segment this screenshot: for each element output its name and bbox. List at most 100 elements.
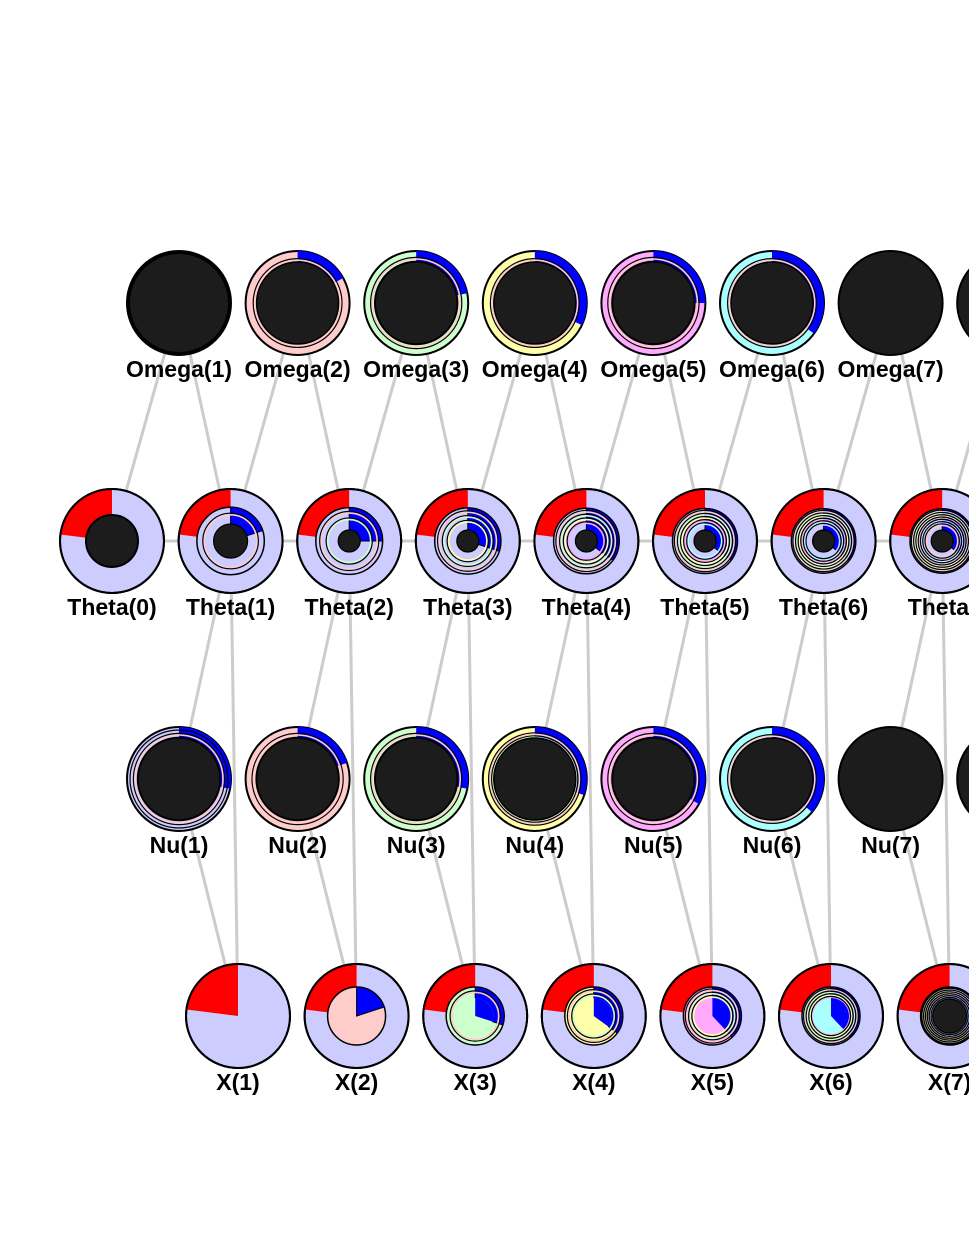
nested-ring-fill bbox=[491, 259, 579, 347]
node-x3[interactable]: X(3) bbox=[422, 963, 529, 1095]
nested-ring bbox=[794, 512, 853, 570]
nested-ring-fill bbox=[134, 734, 224, 824]
node-border bbox=[540, 963, 647, 1069]
node-label: Nu(7) bbox=[861, 832, 920, 858]
node-label: Omega(1) bbox=[126, 356, 232, 382]
node-border bbox=[414, 488, 521, 594]
node-x1[interactable]: X(1) bbox=[185, 963, 291, 1095]
blue-share-slice bbox=[593, 998, 612, 1027]
nested-ring-fill bbox=[254, 259, 342, 347]
nested-ring-fill bbox=[804, 989, 858, 1043]
node-label: Nu(3) bbox=[387, 832, 446, 858]
nested-ring-fill bbox=[925, 524, 959, 558]
node-core bbox=[85, 514, 139, 568]
node-theta4[interactable]: Theta(4) bbox=[533, 488, 640, 620]
red-share-slice bbox=[186, 964, 238, 1016]
node-omega7[interactable]: Omega(7) bbox=[837, 250, 944, 382]
node-nu4[interactable]: Nu(4) bbox=[481, 726, 588, 858]
node-border bbox=[177, 488, 284, 594]
node-x2[interactable]: X(2) bbox=[303, 963, 410, 1095]
nested-ring-fill bbox=[687, 523, 723, 559]
node-core bbox=[730, 261, 814, 345]
nested-ring-fill bbox=[728, 259, 816, 347]
node-nu3[interactable]: Nu(3) bbox=[363, 726, 470, 858]
node-theta5[interactable]: Theta(5) bbox=[652, 488, 758, 620]
nested-ring-fill bbox=[914, 513, 969, 569]
node-nu7[interactable]: Nu(7) bbox=[837, 726, 944, 858]
node-outer-ring bbox=[837, 250, 944, 356]
nested-ring bbox=[571, 993, 617, 1039]
nested-ring bbox=[325, 517, 373, 565]
nodes-layer: Omega(1) Omega(2)Omega(3) Omega(4) Omega(5)… bbox=[59, 250, 969, 1095]
node-theta0[interactable]: Theta(0) bbox=[59, 488, 165, 620]
node-theta3[interactable]: Theta(3) bbox=[414, 488, 521, 620]
node-core bbox=[611, 737, 696, 821]
nested-ring bbox=[487, 732, 582, 826]
edges-layer bbox=[110, 302, 969, 1017]
node-label: Omega(6) bbox=[719, 356, 825, 382]
node-nu8[interactable] bbox=[956, 727, 969, 831]
node-omega6[interactable]: Omega(6) bbox=[719, 250, 825, 382]
node-omega5[interactable]: Omega(5) bbox=[600, 250, 706, 382]
node-omega3[interactable]: Omega(3) bbox=[363, 250, 469, 382]
nested-ring-fill bbox=[918, 517, 966, 565]
node-label: X(3) bbox=[453, 1069, 496, 1095]
nested-ring bbox=[930, 996, 969, 1036]
nested-ring-fill bbox=[675, 511, 735, 571]
nested-ring bbox=[805, 990, 857, 1042]
node-core bbox=[374, 261, 458, 345]
nested-ring bbox=[673, 509, 737, 573]
node-border bbox=[59, 488, 165, 594]
node-theta6[interactable]: Theta(6) bbox=[770, 488, 877, 620]
nested-ring-fill bbox=[608, 258, 699, 348]
nested-ring-fill bbox=[809, 994, 853, 1038]
node-theta1[interactable]: Theta(1) bbox=[177, 488, 284, 620]
nested-ring bbox=[370, 732, 463, 826]
nested-ring bbox=[566, 521, 607, 561]
node-border bbox=[652, 488, 758, 594]
node-label: Omega(4) bbox=[482, 356, 588, 382]
node-label: Nu(2) bbox=[268, 832, 327, 858]
node-nu2[interactable]: Nu(2) bbox=[244, 726, 351, 858]
nested-ring-fill bbox=[450, 991, 500, 1041]
nested-ring bbox=[441, 514, 494, 568]
node-x4[interactable]: X(4) bbox=[540, 963, 647, 1095]
nested-ring bbox=[915, 514, 969, 568]
node-theta2[interactable]: Theta(2) bbox=[296, 488, 403, 620]
node-core bbox=[811, 529, 836, 553]
nested-ring bbox=[797, 514, 850, 568]
nested-ring bbox=[921, 987, 969, 1045]
node-core bbox=[137, 737, 221, 821]
nested-ring-fill bbox=[796, 513, 851, 569]
node-omega1[interactable]: Omega(1) bbox=[126, 250, 232, 382]
node-core bbox=[730, 737, 814, 821]
nested-ring bbox=[924, 523, 960, 559]
nested-ring bbox=[607, 256, 700, 350]
edge-theta3-x3 bbox=[466, 540, 477, 1017]
node-x5[interactable]: X(5) bbox=[659, 963, 766, 1095]
nested-ring-fill bbox=[326, 518, 372, 564]
edge-theta2-x2 bbox=[347, 540, 359, 1017]
nested-ring-fill bbox=[371, 734, 462, 824]
node-theta7[interactable]: Theta( bbox=[889, 488, 969, 620]
edge-theta5-x5 bbox=[703, 540, 714, 1017]
node-border bbox=[303, 963, 410, 1069]
nested-ring-fill bbox=[923, 522, 961, 560]
node-omega2[interactable]: Omega(2) bbox=[245, 250, 351, 382]
nested-ring bbox=[926, 993, 969, 1039]
nested-ring-fill bbox=[556, 511, 617, 571]
node-nu5[interactable]: Nu(5) bbox=[600, 726, 707, 858]
node-x6[interactable]: X(6) bbox=[778, 963, 884, 1095]
node-label: Nu(6) bbox=[743, 832, 802, 858]
node-label: Theta(3) bbox=[423, 594, 512, 620]
nested-ring-fill bbox=[921, 520, 964, 562]
node-border bbox=[185, 963, 291, 1069]
node-nu6[interactable]: Nu(6) bbox=[719, 726, 825, 858]
nested-ring bbox=[682, 518, 727, 563]
node-x7[interactable]: X(7) bbox=[896, 963, 969, 1095]
node-omega8[interactable]: O bbox=[956, 251, 969, 382]
nested-ring-fill bbox=[806, 524, 841, 558]
node-omega4[interactable]: Omega(4) bbox=[482, 250, 588, 382]
node-nu1[interactable]: Nu(1) bbox=[126, 726, 232, 858]
nested-ring bbox=[726, 733, 817, 824]
